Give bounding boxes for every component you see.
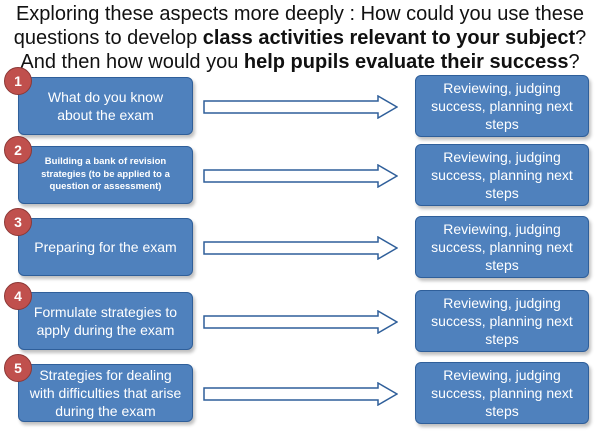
step-label: Formulate strategies to apply during the… [33, 304, 178, 338]
step-box: Building a bank of revision strategies (… [18, 146, 193, 204]
step-label: Building a bank of revision strategies (… [41, 156, 170, 193]
flow-row-5: 5 Strategies for dealing with difficulti… [0, 354, 600, 424]
step-label: Preparing for the exam [34, 239, 177, 255]
review-label: Reviewing, judging success, planning nex… [431, 149, 573, 201]
review-label: Reviewing, judging success, planning nex… [431, 367, 573, 419]
review-label: Reviewing, judging success, planning nex… [431, 221, 573, 273]
step-number-badge: 1 [4, 67, 32, 95]
review-box: Reviewing, judging success, planning nex… [415, 75, 589, 137]
right-arrow-icon [203, 310, 398, 334]
review-box: Reviewing, judging success, planning nex… [415, 290, 589, 352]
right-arrow-icon [203, 164, 398, 188]
flow-row-2: 2 Building a bank of revision strategies… [0, 136, 600, 206]
header-emphasis-class-activities: class activities relevant to your subjec… [202, 27, 576, 49]
header-line-1-text: Exploring these aspects more deeply : Ho… [15, 3, 585, 25]
header-line-2-text: questions to develop [13, 27, 203, 49]
step-label: Strategies for dealing with difficulties… [29, 367, 182, 419]
right-arrow-icon [203, 382, 398, 406]
header-emphasis-help-pupils: help pupils evaluate their success [243, 51, 569, 73]
step-label: What do you know about the exam [47, 89, 164, 123]
step-number-badge: 4 [4, 282, 32, 310]
header-line-3: And then how would you help pupils evalu… [0, 50, 600, 74]
flow-row-3: 3 Preparing for the exam Reviewing, judg… [0, 208, 600, 278]
right-arrow-icon [203, 95, 398, 119]
step-box: What do you know about the exam [18, 77, 193, 135]
header-line-1: Exploring these aspects more deeply : Ho… [0, 2, 600, 26]
step-box: Preparing for the exam [18, 218, 193, 276]
step-box: Formulate strategies to apply during the… [18, 292, 193, 350]
review-box: Reviewing, judging success, planning nex… [415, 362, 589, 424]
header-line-2: questions to develop class activities re… [0, 26, 600, 50]
review-box: Reviewing, judging success, planning nex… [415, 216, 589, 278]
right-arrow-icon [203, 236, 398, 260]
review-label: Reviewing, judging success, planning nex… [431, 80, 573, 132]
flow-row-1: 1 What do you know about the exam Review… [0, 67, 600, 137]
review-label: Reviewing, judging success, planning nex… [431, 295, 573, 347]
header-text: Exploring these aspects more deeply : Ho… [0, 2, 600, 74]
step-number-badge: 3 [4, 208, 32, 236]
step-box: Strategies for dealing with difficulties… [18, 364, 193, 422]
step-number-badge: 2 [4, 136, 32, 164]
review-box: Reviewing, judging success, planning nex… [415, 144, 589, 206]
flow-row-4: 4 Formulate strategies to apply during t… [0, 282, 600, 352]
header-line-3-text: And then how would you [20, 51, 244, 73]
header-line-2-end: ? [575, 27, 587, 49]
step-number-badge: 5 [4, 354, 32, 382]
header-line-3-end: ? [568, 51, 580, 73]
